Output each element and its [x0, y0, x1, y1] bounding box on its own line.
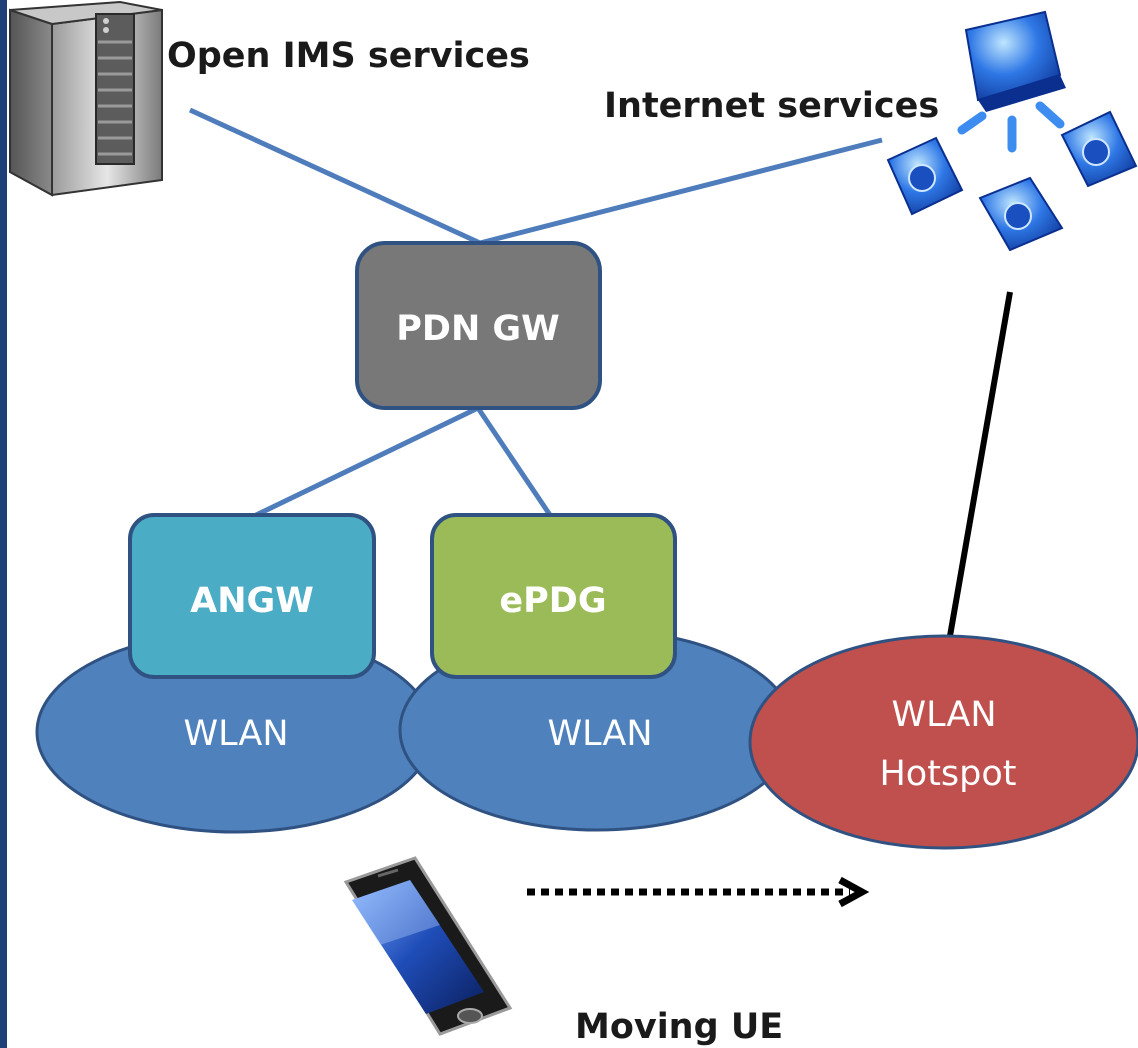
pdn-gw-node: PDN GW: [355, 241, 602, 410]
angw-node: ANGW: [128, 513, 376, 679]
wlan-left-node: WLAN: [35, 630, 435, 834]
smartphone-icon: [343, 856, 513, 1036]
dotted-arrow-icon: [527, 876, 870, 908]
link-internet-pdngw: [479, 137, 883, 246]
link-pdngw-angw: [248, 405, 480, 521]
server-icon: [9, 0, 163, 197]
hotspot-label-line1: WLAN: [891, 695, 996, 735]
moving-ue-label: Moving UE: [575, 1007, 783, 1047]
wlan-left-label: WLAN: [183, 714, 288, 754]
internet-services-label: Internet services: [604, 86, 939, 126]
link-pdngw-epdg: [475, 406, 555, 520]
wlan-middle-label: WLAN: [547, 714, 652, 754]
wlan-hotspot-node: WLAN Hotspot: [748, 634, 1138, 850]
pdn-gw-label: PDN GW: [396, 309, 560, 349]
hotspot-label-line2: Hotspot: [879, 754, 1016, 794]
link-internet-hotspot: [947, 291, 1013, 637]
open-ims-services-label: Open IMS services: [167, 36, 530, 76]
link-ims-pdngw: [188, 107, 482, 246]
angw-label: ANGW: [190, 581, 314, 621]
epdg-label: ePDG: [499, 581, 606, 621]
left-border: [0, 0, 7, 1048]
internet-cloud-icon: [886, 10, 1138, 252]
epdg-node: ePDG: [430, 513, 677, 679]
